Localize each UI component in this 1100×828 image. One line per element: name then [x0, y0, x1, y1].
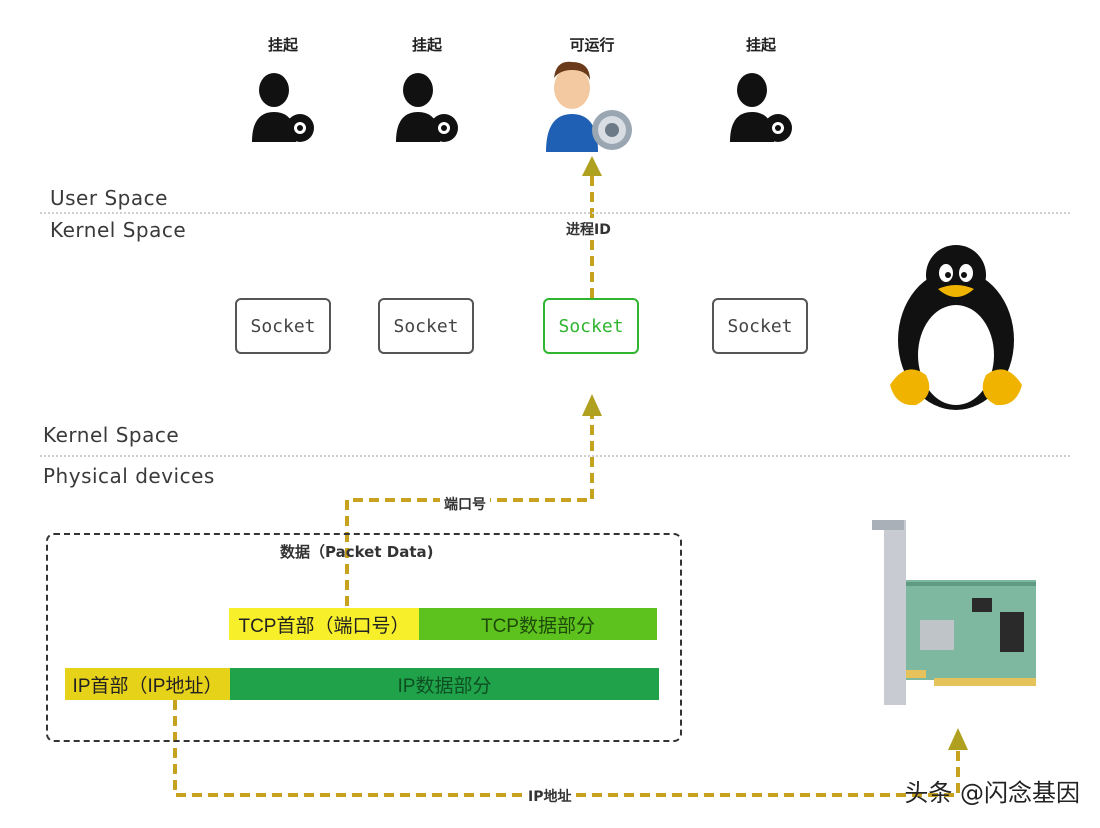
process-status-label: 挂起 — [745, 36, 776, 54]
port-number-label: 端口号 — [440, 494, 490, 514]
tcp-data-segment: TCP数据部分 — [419, 608, 657, 640]
kernel-space-label: Kernel Space — [50, 218, 187, 242]
socket-box: Socket — [712, 298, 808, 354]
physical-devices-label: Physical devices — [43, 464, 215, 488]
ip-data-segment: IP数据部分 — [230, 668, 659, 700]
kernel-space-label: Kernel Space — [43, 423, 180, 447]
user-space-label: User Space — [50, 186, 168, 210]
ip-header-segment: IP首部（IP地址） — [65, 668, 230, 700]
user-kernel-divider — [40, 212, 1070, 214]
socket-box: Socket — [378, 298, 474, 354]
ip-address-label: IP地址 — [524, 786, 576, 806]
process-status-label: 可运行 — [569, 36, 615, 54]
network-card-icon — [872, 520, 1036, 705]
user-suspended-icon — [730, 73, 792, 142]
process-status-label: 挂起 — [411, 36, 442, 54]
user-suspended-icon — [396, 73, 458, 142]
socket-box: Socket — [235, 298, 331, 354]
packet-title: 数据（Packet Data) — [280, 543, 434, 561]
linux-penguin-icon — [890, 245, 1022, 410]
process-id-arrow — [582, 156, 602, 298]
socket-box-active: Socket — [543, 298, 639, 354]
tcp-header-segment: TCP首部（端口号） — [229, 608, 419, 640]
packet-data-box — [46, 533, 682, 742]
user-running-icon — [546, 61, 632, 152]
process-id-label: 进程ID — [562, 219, 615, 239]
kernel-physical-divider — [40, 455, 1070, 457]
process-status-label: 挂起 — [267, 36, 298, 54]
watermark-text: 头条 @闪念基因 — [904, 779, 1080, 807]
user-suspended-icon — [252, 73, 314, 142]
